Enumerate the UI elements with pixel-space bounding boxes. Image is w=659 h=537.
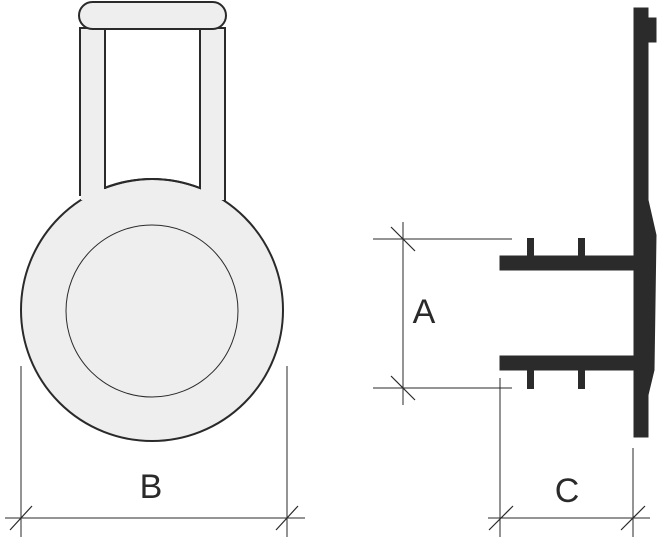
outer-disc-fill xyxy=(20,178,284,442)
upper-arm xyxy=(499,245,641,271)
upper-fin-2 xyxy=(578,238,585,256)
connecting-web xyxy=(634,246,642,370)
dimension-label-b: B xyxy=(140,468,163,506)
loop-join-cover xyxy=(81,180,224,200)
dimension-b: B xyxy=(5,366,305,537)
dimension-label-a: A xyxy=(413,293,436,331)
inner-loop-arc xyxy=(104,178,201,189)
inner-circle xyxy=(65,224,239,398)
dimension-c: C xyxy=(488,378,650,537)
loop-top-bar xyxy=(78,1,227,30)
lower-fin-1 xyxy=(527,370,534,389)
dimension-a: A xyxy=(373,222,512,405)
lower-arm xyxy=(499,355,641,381)
side-profile-part xyxy=(499,7,657,438)
dimension-label-c: C xyxy=(555,472,580,510)
loop-frame xyxy=(79,27,226,193)
lower-fin-2 xyxy=(578,370,585,389)
upper-fin-1 xyxy=(527,238,534,256)
front-view-part xyxy=(20,1,284,442)
